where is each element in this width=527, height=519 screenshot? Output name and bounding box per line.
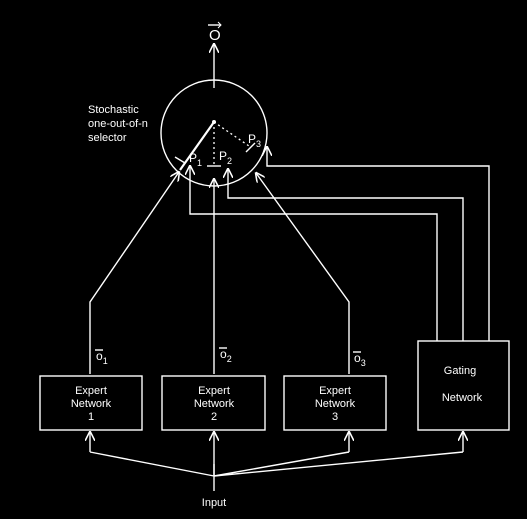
expert-3-line-3: 3 (332, 411, 338, 423)
expert-1-line-2: Network (71, 398, 112, 410)
expert-3-line-2: Network (315, 398, 356, 410)
input-to-gating (213, 451, 464, 477)
selector-label-line-2: one-out-of-n (88, 118, 148, 130)
expert-3-output-line (256, 173, 350, 374)
p3-label: P3 (248, 132, 261, 149)
input-label: Input (202, 497, 226, 509)
expert-network-2-box (161, 375, 266, 431)
expert-1-line-1: Expert (75, 385, 107, 397)
expert-network-1-box (39, 375, 143, 431)
expert-2-line-3: 2 (211, 411, 217, 423)
selector-switch-arm (179, 121, 215, 171)
gating-control-p1-line (190, 166, 438, 341)
expert-1-line-3: 1 (88, 411, 94, 423)
expert-1-output-line (89, 172, 179, 374)
contact-tick-3 (245, 142, 256, 153)
input-to-expert-3 (213, 451, 350, 477)
selector-label-line-3: selector (88, 132, 127, 144)
gating-control-p2-line (228, 169, 464, 341)
selector-dotted-to-p3 (213, 121, 250, 147)
gating-network-box (417, 340, 510, 431)
expert-network-3-box (283, 375, 387, 431)
expert-2-line-1: Expert (198, 385, 230, 397)
p2-label: P2 (219, 149, 232, 166)
gating-line-2: Network (442, 392, 483, 404)
gating-line-1: Gating (444, 365, 476, 377)
selector-label-line-1: Stochastic (88, 104, 139, 116)
expert-3-line-1: Expert (319, 385, 351, 397)
expert-2-output-label: o2 (220, 347, 232, 364)
expert-1-output-label: o1 (96, 349, 108, 366)
contact-tick-1 (174, 156, 186, 164)
gating-control-p3-line (267, 147, 490, 341)
p1-label: P1 (189, 151, 202, 168)
input-to-expert-1 (89, 451, 215, 477)
expert-2-line-2: Network (194, 398, 235, 410)
expert-3-output-label: o3 (354, 351, 366, 368)
output-label: O (209, 27, 221, 44)
